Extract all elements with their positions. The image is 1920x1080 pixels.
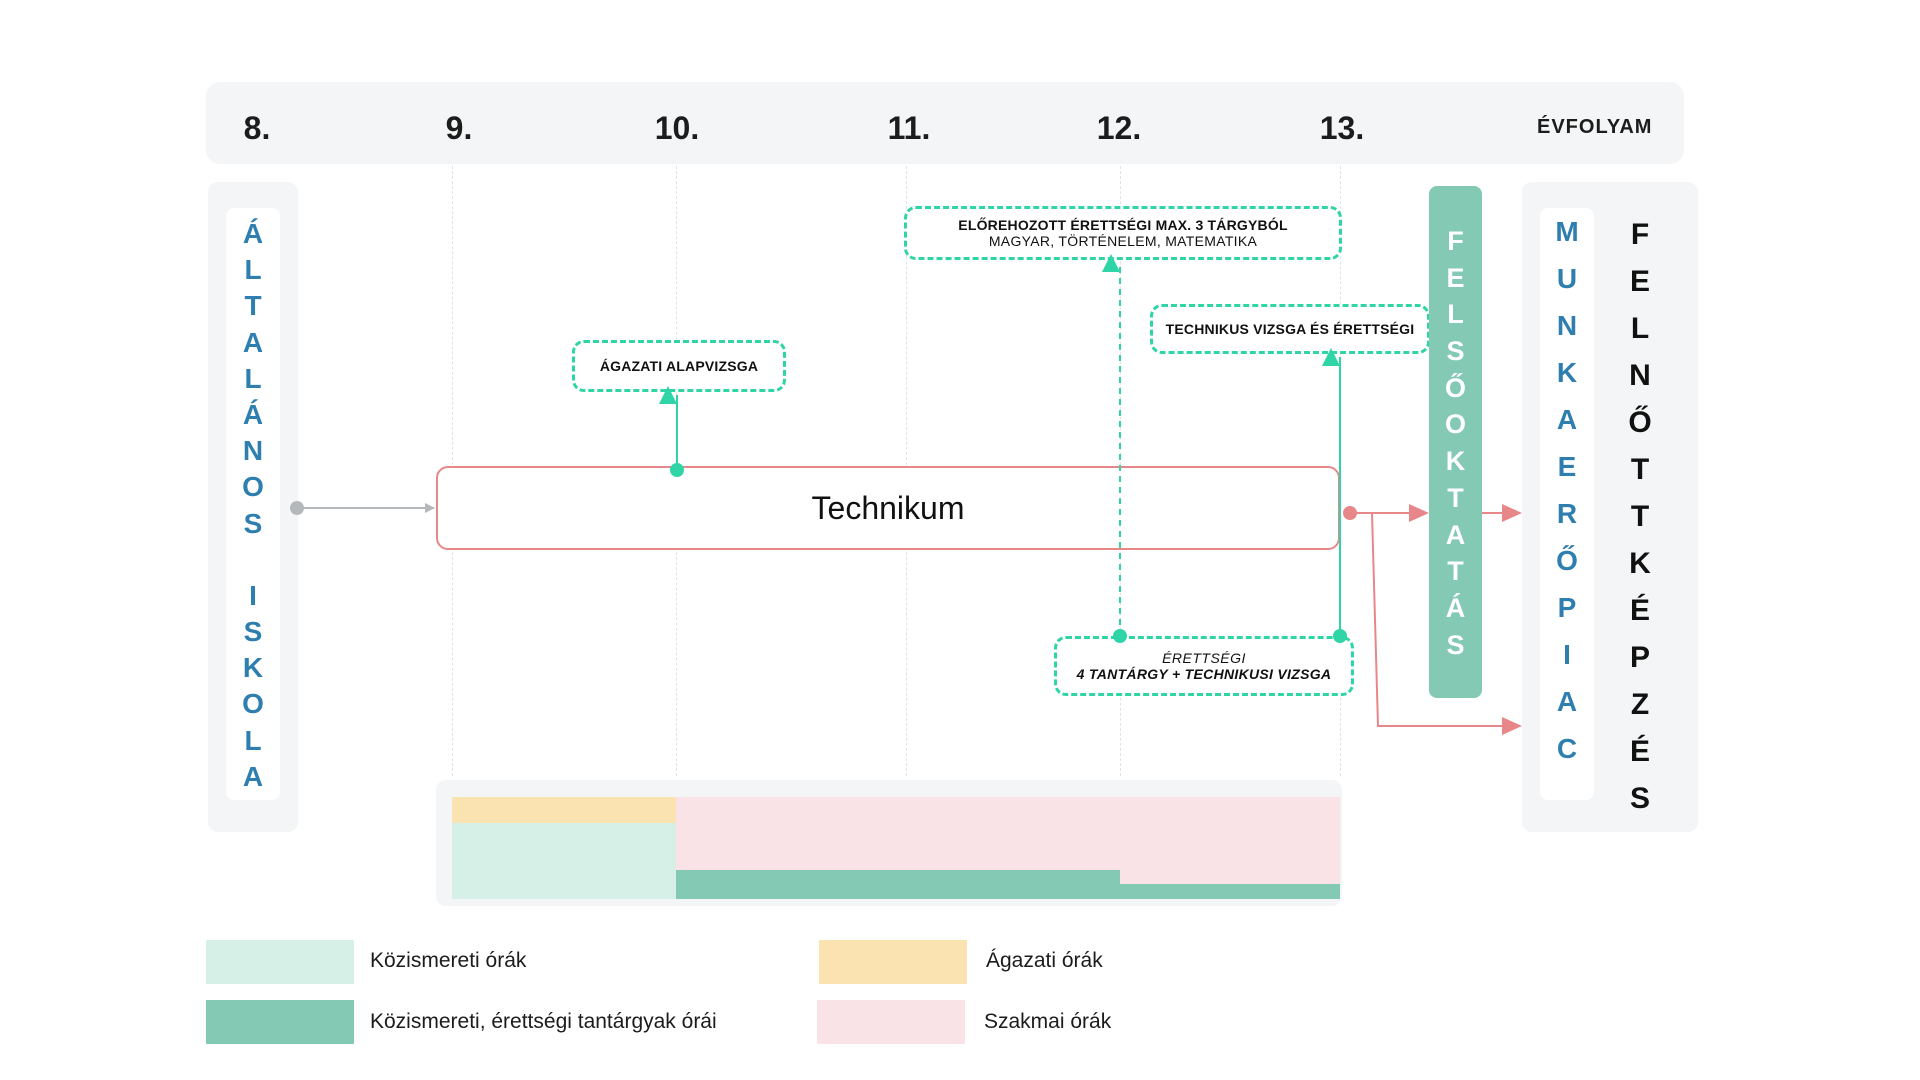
technikum-box: Technikum — [436, 466, 1340, 550]
felsooktatas-letter: Ő — [1444, 372, 1466, 403]
felsooktatas-letter: T — [1447, 556, 1464, 587]
munkaeropiac-letter: R — [1556, 498, 1578, 529]
felnottkepzes-letter: E — [1629, 265, 1650, 298]
grade-label-9: 9. — [445, 110, 473, 146]
start-label-letter: S — [243, 507, 263, 539]
felnottkepzes-letter: F — [1630, 218, 1650, 251]
start-label-letter: L — [244, 362, 262, 394]
munkaeropiac-letter: A — [1556, 686, 1578, 717]
start-label-letter: L — [244, 254, 262, 286]
felsooktatas-letter: S — [1446, 336, 1465, 367]
felsooktatas-letter: T — [1447, 482, 1464, 513]
felnottkepzes-letter: P — [1629, 641, 1650, 674]
felnottkepzes-letter: T — [1630, 453, 1650, 486]
start-label-letter: S — [243, 616, 263, 648]
start-label-letter: O — [242, 688, 264, 720]
hours-band-kozismereti-erettsegi — [676, 870, 1120, 899]
felnottkepzes-letter: Z — [1630, 688, 1650, 721]
grade-label-11: 11. — [887, 110, 931, 146]
hours-band-agazati — [452, 797, 676, 823]
munkaeropiac-letter: P — [1557, 592, 1577, 623]
felsooktatas-letter: S — [1446, 629, 1465, 660]
hours-band-kozismereti — [452, 822, 676, 899]
grade-label-10: 10. — [654, 110, 700, 146]
legend-label-kozismereti-erettsegi: Közismereti, érettségi tantárgyak órái — [370, 1010, 717, 1033]
grade-label-12: 12. — [1096, 110, 1142, 146]
technikus-vizsga-label: TECHNIKUS VIZSGA ÉS ÉRETTSÉGI — [1165, 321, 1415, 337]
start-label-letter: T — [244, 290, 262, 322]
start-label-letter: A — [242, 326, 264, 358]
felsooktatas-letter: A — [1445, 519, 1466, 550]
felsooktatas-letter: Á — [1445, 592, 1466, 623]
start-label-letter: Á — [242, 218, 264, 249]
felnottkepzes-letter: É — [1629, 594, 1650, 627]
munkaeropiac-letter: K — [1556, 357, 1578, 388]
erettsegi-subtitle: 4 TANTÁRGY + TECHNIKUSI VIZSGA — [1076, 666, 1332, 682]
legend-swatch-kozismereti — [206, 940, 354, 984]
legend-label-kozismereti: Közismereti órák — [370, 949, 527, 972]
start-label-letter: K — [242, 652, 264, 684]
grade-axis-label: ÉVFOLYAM — [1537, 116, 1653, 138]
felnottkepzes-letter: T — [1630, 500, 1650, 533]
grade-header-bar — [206, 82, 1684, 164]
erettsegi-box: ÉRETTSÉGI 4 TANTÁRGY + TECHNIKUSI VIZSGA — [1054, 636, 1354, 696]
felsooktatas-letter: E — [1446, 262, 1465, 293]
felnottkepzes-letter: Ő — [1628, 406, 1652, 439]
munkaeropiac-letter: C — [1556, 733, 1578, 764]
felsooktatas-letter: O — [1444, 409, 1466, 440]
start-label-letter: L — [244, 724, 262, 756]
felnottkepzes-letter: L — [1630, 312, 1650, 345]
hours-band-szakmai — [1120, 797, 1340, 884]
agazati-alapvizsga-label: ÁGAZATI ALAPVIZSGA — [599, 358, 759, 374]
munkaeropiac-letter: Ő — [1556, 545, 1578, 576]
munkaeropiac-letter: U — [1556, 263, 1578, 294]
grade-label-13: 13. — [1319, 110, 1365, 146]
munkaeropiac-letter: M — [1555, 216, 1579, 247]
start-label-letter: N — [242, 435, 264, 467]
start-label-letter: Á — [242, 398, 264, 430]
technikus-vizsga-box: TECHNIKUS VIZSGA ÉS ÉRETTSÉGI — [1150, 304, 1430, 354]
munkaeropiac-letter: I — [1563, 639, 1571, 670]
felsooktatas-letter: K — [1445, 446, 1466, 477]
legend-swatch-kozismereti-erettsegi — [206, 1000, 354, 1044]
legend-label-szakmai: Szakmai órák — [984, 1010, 1112, 1033]
legend-swatch-agazati — [819, 940, 967, 984]
exit-dot — [1343, 506, 1357, 520]
felnottkepzes-letter: É — [1629, 735, 1650, 768]
felsooktatas-letter: L — [1447, 299, 1464, 330]
elorehozott-erettsegi-box: ELŐREHOZOTT ÉRETTSÉGI MAX. 3 TÁRGYBÓL MA… — [904, 206, 1342, 260]
munkaeropiac-letter: E — [1557, 451, 1577, 482]
elorehozott-erettsegi-title: ELŐREHOZOTT ÉRETTSÉGI MAX. 3 TÁRGYBÓL — [958, 217, 1288, 233]
felnottkepzes-letter: N — [1629, 359, 1651, 392]
elorehozott-erettsegi-subjects: MAGYAR, TÖRTÉNELEM, MATEMATIKA — [988, 233, 1258, 249]
munkaeropiac-letter: A — [1556, 404, 1578, 435]
start-label-letter: A — [242, 760, 264, 792]
felnottkepzes-letter: K — [1629, 547, 1651, 580]
legend-swatch-szakmai — [817, 1000, 965, 1044]
munkaeropiac-letter: N — [1556, 310, 1578, 341]
hours-band-kozismereti-erettsegi — [1120, 883, 1340, 899]
felsooktatas-letter: F — [1447, 226, 1464, 256]
start-label-letter — [249, 546, 257, 582]
legend-label-agazati: Ágazati órák — [986, 949, 1103, 972]
start-label-letter: I — [249, 579, 257, 611]
agazati-alapvizsga-box: ÁGAZATI ALAPVIZSGA — [572, 340, 786, 392]
start-label-letter: O — [242, 471, 264, 503]
erettsegi-title: ÉRETTSÉGI — [1162, 650, 1246, 666]
grade-label-8: 8. — [243, 110, 271, 146]
felnottkepzes-letter: S — [1629, 782, 1650, 815]
hours-band-szakmai — [676, 797, 1120, 871]
